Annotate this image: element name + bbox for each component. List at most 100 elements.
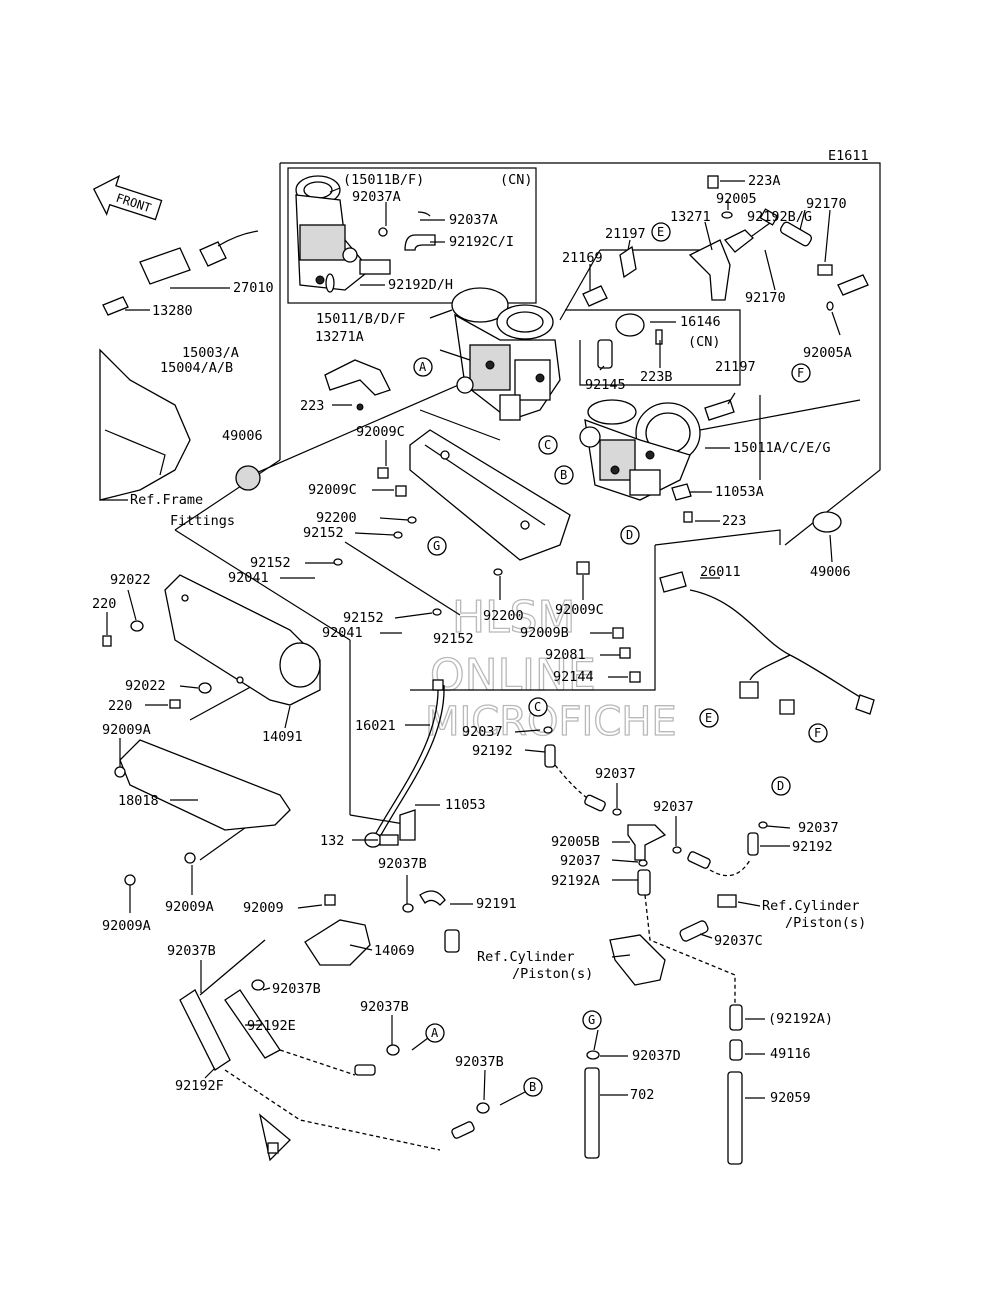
label-92037b-4: 92037B bbox=[360, 999, 409, 1015]
svg-text:E: E bbox=[705, 711, 712, 725]
label-92192dh: 92192D/H bbox=[388, 277, 453, 293]
label-26011: 26011 bbox=[700, 564, 741, 580]
cable-16021 bbox=[374, 684, 439, 836]
part-labels: (15011B/F) (CN) 92037A 92037A 92192C/I 9… bbox=[92, 172, 852, 1106]
label-49006-1: 49006 bbox=[222, 428, 263, 444]
valve-14069 bbox=[304, 919, 371, 966]
label-92192bg: 92192B/G bbox=[747, 209, 812, 225]
ring-49006-right bbox=[812, 511, 842, 533]
rod bbox=[344, 541, 461, 616]
svg-text:F: F bbox=[814, 726, 821, 740]
connector-27010 bbox=[199, 241, 227, 267]
label-21169: 21169 bbox=[562, 250, 603, 266]
label-92192-2: 92192 bbox=[792, 839, 833, 855]
label-92170-1: 92170 bbox=[806, 196, 847, 212]
nozzle bbox=[837, 274, 869, 296]
label-92200-2: 92200 bbox=[483, 608, 524, 624]
label-92081: 92081 bbox=[545, 647, 586, 663]
cn-variant-box bbox=[287, 167, 537, 304]
label-92192e: 92192E bbox=[247, 1018, 296, 1034]
label-cn-1: (CN) bbox=[500, 172, 533, 188]
label-92009c-1: 92009C bbox=[356, 424, 405, 440]
wire-27010 bbox=[217, 230, 259, 247]
svg-text:G: G bbox=[433, 539, 440, 553]
watermark-line-3: MICROFICHE bbox=[425, 699, 677, 745]
label-92192a: 92192A bbox=[551, 873, 600, 889]
assembly-outlines bbox=[174, 162, 881, 861]
hose-92192 bbox=[544, 744, 556, 768]
label-92037-2: 92037 bbox=[595, 766, 636, 782]
ref-cylinder-right-1: Ref.Cylinder bbox=[762, 898, 860, 914]
guide-line-11 bbox=[559, 249, 601, 321]
relay-27010 bbox=[139, 247, 191, 285]
svg-text:C: C bbox=[534, 700, 541, 714]
leader-lines bbox=[106, 180, 841, 1106]
callout-G-lower: G bbox=[582, 1010, 602, 1030]
svg-text:B: B bbox=[529, 1080, 536, 1094]
hose-702 bbox=[584, 1067, 600, 1159]
fitting-92192bg bbox=[723, 229, 754, 253]
label-92037b-1: 92037B bbox=[378, 856, 427, 872]
guide-line-7 bbox=[410, 545, 656, 691]
ref-cylinder-right-2: /Piston(s) bbox=[785, 915, 866, 931]
label-92200-1: 92200 bbox=[316, 510, 357, 526]
label-21197-1: 21197 bbox=[605, 226, 646, 242]
label-92009b: 92009B bbox=[520, 625, 569, 641]
cylinder-fitting bbox=[609, 934, 666, 986]
label-92192ci: 92192C/I bbox=[449, 234, 514, 250]
watermark: HLSM ONLINE MICROFICHE bbox=[424, 591, 677, 745]
guide-line-1 bbox=[174, 529, 351, 641]
label-92022-2: 92022 bbox=[125, 678, 166, 694]
label-14069: 14069 bbox=[374, 943, 415, 959]
label-21197-2: 21197 bbox=[715, 359, 756, 375]
t-joint-92005b bbox=[627, 824, 667, 861]
bracket-13271a bbox=[324, 359, 391, 396]
svg-text:F: F bbox=[797, 366, 804, 380]
label-92192-1: 92192 bbox=[472, 743, 513, 759]
left-upper-parts bbox=[99, 230, 391, 501]
callouts: A C B D E F G E F C D G A B bbox=[413, 222, 828, 1097]
hose-92059 bbox=[727, 1071, 743, 1165]
label-92037d: 92037D bbox=[632, 1048, 681, 1064]
svg-text:G: G bbox=[588, 1013, 595, 1027]
screw-92009c-1 bbox=[377, 467, 389, 479]
label-223-1: 223 bbox=[300, 398, 324, 414]
label-16146: 16146 bbox=[680, 314, 721, 330]
label-92144: 92144 bbox=[553, 669, 594, 685]
label-92037-3: 92037 bbox=[653, 799, 694, 815]
label-92037-5: 92037 bbox=[798, 820, 839, 836]
svg-text:E: E bbox=[657, 225, 664, 239]
watermark-line-2: ONLINE bbox=[430, 650, 596, 701]
frame-fitting bbox=[99, 348, 191, 501]
label-220-2: 220 bbox=[108, 698, 132, 714]
ring-92005 bbox=[721, 211, 733, 219]
label-16021: 16021 bbox=[355, 718, 396, 734]
label-92152-3: 92152 bbox=[343, 610, 384, 626]
sensor-21197-lower bbox=[704, 399, 735, 421]
label-92037c: 92037C bbox=[714, 933, 763, 949]
label-92192f: 92192F bbox=[175, 1078, 224, 1094]
carburetor-upper-illustration bbox=[439, 287, 561, 421]
label-92009a-2: 92009A bbox=[165, 899, 214, 915]
label-15011bf: (15011B/F) bbox=[343, 172, 424, 188]
callout-D-upper: D bbox=[620, 525, 640, 545]
callout-B-upper: B bbox=[554, 465, 574, 485]
label-92005: 92005 bbox=[716, 191, 757, 207]
watermark-line-1: HLSM bbox=[452, 592, 576, 643]
guide-line-9 bbox=[419, 409, 501, 441]
label-18018: 18018 bbox=[118, 793, 159, 809]
cn-part-box bbox=[565, 309, 741, 386]
wire-harness-26011 bbox=[659, 571, 875, 715]
diagram-code: E1611 bbox=[828, 148, 869, 164]
label-15011bdf: 15011/B/D/F bbox=[316, 311, 405, 327]
label-132: 132 bbox=[320, 833, 344, 849]
bracket-13271 bbox=[688, 239, 731, 301]
label-92041-1: 92041 bbox=[228, 570, 269, 586]
hose-92192f bbox=[179, 989, 231, 1071]
label-27010: 27010 bbox=[233, 280, 274, 296]
label-49116: 49116 bbox=[770, 1046, 811, 1062]
label-92037b-2: 92037B bbox=[167, 943, 216, 959]
label-92059: 92059 bbox=[770, 1090, 811, 1106]
top-right-parts bbox=[582, 175, 869, 533]
